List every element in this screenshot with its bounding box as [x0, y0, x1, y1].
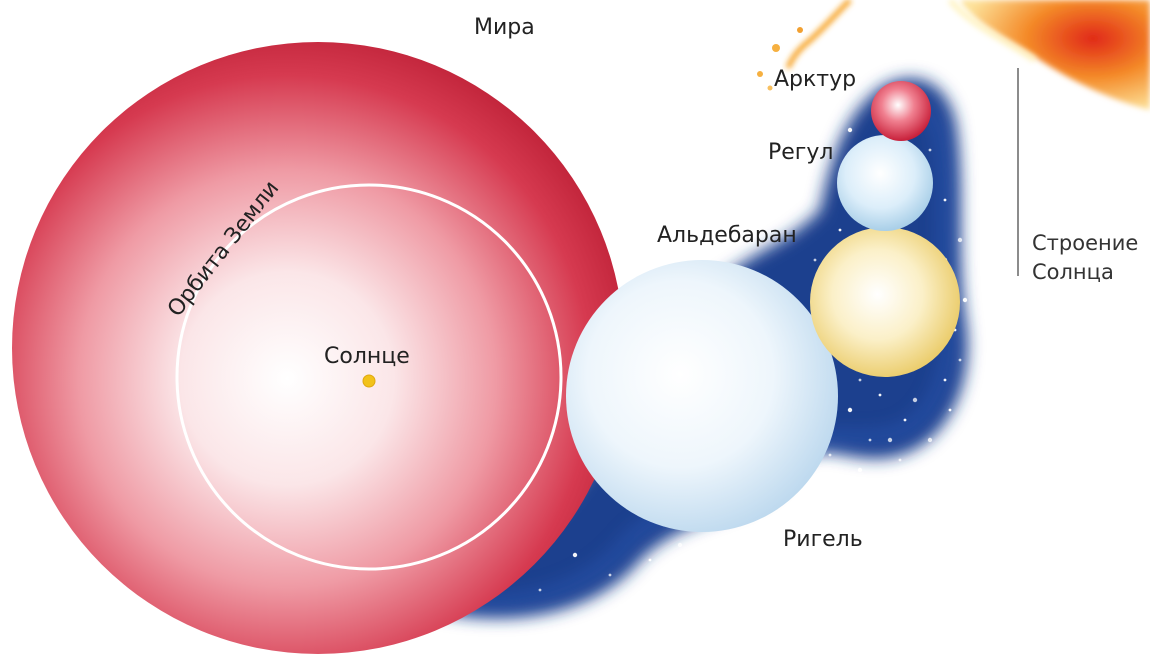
star-sparkle-icon — [963, 298, 967, 302]
star-sparkle-icon — [858, 468, 862, 472]
star-sparkle-icon — [944, 199, 947, 202]
star-sparkle-icon — [879, 394, 882, 397]
star-sparkle-icon — [814, 259, 817, 262]
star-rigel — [566, 260, 838, 532]
solar-corona — [950, 0, 1150, 110]
label-sun-structure-line1: Строение — [1032, 231, 1138, 255]
star-sparkle-icon — [949, 409, 952, 412]
star-sparkle-icon — [888, 438, 892, 442]
star-sparkle-icon — [869, 439, 872, 442]
star-sparkle-icon — [929, 149, 932, 152]
label-arcturus: Арктур — [774, 67, 856, 92]
star-sparkle-icon — [848, 128, 852, 132]
star-sparkle-icon — [573, 553, 577, 557]
star-sparkle-icon — [958, 238, 962, 242]
star-aldebaran — [810, 227, 960, 377]
star-sparkle-icon — [859, 379, 862, 382]
label-sun: Солнце — [324, 344, 410, 369]
star-sparkle-icon — [848, 408, 852, 412]
star-regulus — [837, 135, 933, 231]
label-sun-structure-line2: Солнца — [1032, 260, 1114, 284]
star-sparkle-icon — [649, 559, 652, 562]
star-sparkle-icon — [904, 419, 907, 422]
label-regulus: Регул — [768, 140, 833, 165]
label-rigel: Ригель — [783, 527, 863, 552]
star-sparkle-icon — [678, 543, 682, 547]
star-sparkle-icon — [539, 589, 542, 592]
star-sparkle-icon — [609, 574, 612, 577]
star-arcturus — [871, 81, 931, 141]
star-sparkle-icon — [834, 499, 837, 502]
star-sparkle-icon — [619, 604, 622, 607]
star-sparkle-icon — [789, 504, 792, 507]
star-sparkle-icon — [839, 229, 842, 232]
label-mira: Мира — [474, 15, 535, 40]
star-sparkle-icon — [929, 469, 932, 472]
star-sparkle-icon — [959, 359, 962, 362]
star-sparkle-icon — [913, 398, 917, 402]
star-sparkle-icon — [829, 454, 832, 457]
star-sun — [363, 375, 375, 387]
star-sparkle-icon — [928, 438, 932, 442]
label-aldebaran: Альдебаран — [657, 223, 797, 248]
star-sparkle-icon — [944, 379, 947, 382]
star-sparkle-icon — [899, 459, 902, 462]
